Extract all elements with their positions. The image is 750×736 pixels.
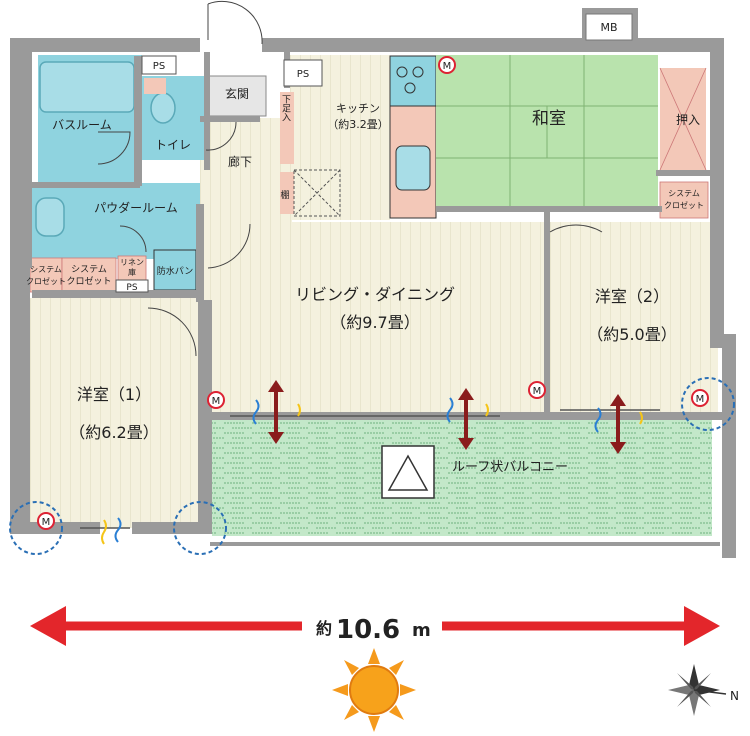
stove bbox=[389, 55, 437, 107]
hallway-label: 廊下 bbox=[228, 154, 252, 169]
ldk-floor bbox=[200, 222, 550, 412]
mb-label: MB bbox=[600, 21, 617, 34]
highlight-circles bbox=[9, 377, 735, 555]
linen-label-1: リネン bbox=[120, 258, 144, 267]
meter-markers: M M M M M bbox=[37, 56, 709, 530]
system-closet-b-label-2: クロゼット bbox=[66, 275, 111, 287]
western-room-2-label: 洋室（2） bbox=[595, 287, 669, 306]
m-label: M bbox=[533, 386, 542, 397]
western-room-1-floor bbox=[24, 298, 200, 528]
western-room-1-size-label: （約6.2畳） bbox=[69, 423, 158, 442]
shoe-storage-label: 下足入 bbox=[280, 95, 291, 122]
sun-icon bbox=[332, 648, 416, 732]
dimension-value: 10.6 bbox=[336, 615, 400, 645]
linen-closet bbox=[117, 255, 147, 281]
vent-arrow-1 bbox=[268, 380, 284, 444]
powder-room-label: パウダールーム bbox=[94, 200, 178, 215]
entrance-label: 玄関 bbox=[225, 86, 249, 101]
kitchen-size-label: （約3.2畳） bbox=[327, 117, 389, 131]
vent-arrow-3 bbox=[610, 394, 626, 454]
ps-label-1: PS bbox=[153, 61, 165, 72]
ldk-label: リビング・ダイニング bbox=[295, 285, 455, 304]
mb-box bbox=[585, 13, 633, 41]
hallway-floor bbox=[200, 118, 292, 222]
system-closet-c-label-1: システム bbox=[668, 189, 700, 198]
oshiire-label: 押入 bbox=[676, 113, 700, 127]
kitchen-sink bbox=[395, 145, 431, 191]
shelf-label: 棚 bbox=[280, 189, 289, 201]
dimension-arrow: 約 10.6 m bbox=[30, 606, 720, 646]
entrance-area bbox=[205, 75, 267, 117]
m-label: M bbox=[42, 517, 51, 528]
system-closet-a-label-1: システム bbox=[30, 265, 62, 274]
balcony-label: ルーフ状バルコニー bbox=[452, 460, 568, 475]
system-closet-b bbox=[61, 257, 117, 293]
toilet-fixture bbox=[150, 92, 176, 124]
system-closet-a-label-2: クロゼット bbox=[26, 276, 66, 286]
linen-label-2: 庫 bbox=[128, 267, 136, 277]
shoe-storage bbox=[280, 92, 294, 164]
airflow-waves bbox=[101, 397, 643, 545]
ps-label-2: PS bbox=[297, 69, 309, 80]
ps-label-3: PS bbox=[126, 283, 137, 293]
vent-arrow-2 bbox=[458, 388, 474, 450]
ldk-size-label: （約9.7畳） bbox=[330, 313, 419, 332]
toilet-storage bbox=[144, 78, 166, 94]
m-label: M bbox=[443, 61, 452, 72]
bathroom-label: バスルーム bbox=[52, 118, 112, 132]
toilet-label: トイレ bbox=[155, 138, 191, 152]
compass-icon: N bbox=[668, 664, 739, 716]
dimension-unit: m bbox=[412, 620, 431, 641]
western-room-1-label: 洋室（1） bbox=[77, 385, 151, 404]
compass-north-label: N bbox=[730, 689, 739, 703]
system-closet-c bbox=[659, 181, 709, 219]
kitchen-label: キッチン bbox=[336, 102, 380, 115]
roof-balcony-area bbox=[212, 420, 712, 536]
waterproof-pan-label: 防水パン bbox=[157, 265, 193, 277]
wash-basin bbox=[35, 197, 65, 237]
western-room-2-size-label: （約5.0畳） bbox=[587, 325, 676, 344]
bathtub bbox=[39, 61, 135, 113]
ventilation-arrows bbox=[268, 380, 626, 454]
shelf bbox=[280, 172, 294, 214]
system-closet-c-label-2: クロゼット bbox=[664, 200, 704, 210]
kitchen-hood bbox=[293, 169, 341, 217]
western-room-2-floor bbox=[548, 222, 718, 412]
system-closet-a bbox=[29, 257, 63, 293]
japanese-room-label: 和室 bbox=[532, 109, 566, 129]
system-closet-b-label-1: システム bbox=[71, 264, 107, 275]
waterproof-pan-box bbox=[153, 249, 197, 291]
door-swings bbox=[97, 0, 603, 357]
m-label: M bbox=[696, 394, 705, 405]
dimension-prefix: 約 bbox=[316, 619, 332, 638]
m-label: M bbox=[212, 396, 221, 407]
